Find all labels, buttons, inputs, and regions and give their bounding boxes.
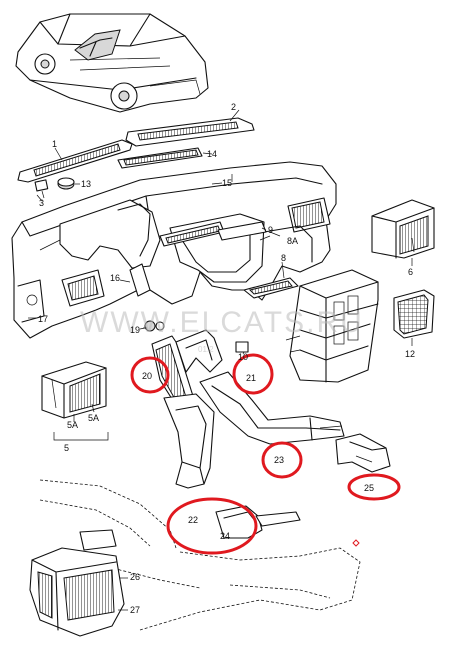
- highlight-ring-21: [232, 353, 274, 395]
- air-duct-23: [199, 371, 345, 445]
- air-duct-24: [215, 505, 301, 539]
- part-label-23: 23: [274, 455, 284, 465]
- vent-grille-12: [393, 289, 435, 346]
- part-label-15: 15: [222, 178, 232, 188]
- red-diamond-marker: [352, 539, 360, 547]
- part-label-16: 16: [110, 273, 120, 283]
- highlight-circles: [130, 353, 401, 555]
- air-duct-21: [175, 329, 223, 373]
- center-vent-9: [159, 221, 267, 247]
- part-label-5a-left: 5A: [67, 420, 78, 430]
- dashboard-panel: [11, 161, 337, 339]
- part-label-10: 10: [238, 352, 248, 362]
- watermark-code: 01.2: [198, 345, 214, 354]
- part-label-22: 22: [188, 515, 198, 525]
- part-label-14: 14: [207, 149, 217, 159]
- highlight-ring-23: [261, 441, 303, 479]
- part-label-9: 9: [268, 225, 273, 235]
- part-label-17: 17: [38, 314, 48, 324]
- part-label-24: 24: [220, 531, 230, 541]
- watermark: WWW.ELCATS.RU 01.2: [80, 306, 364, 354]
- part-label-13: 13: [81, 179, 91, 189]
- part-label-8: 8: [281, 253, 286, 263]
- rear-vent-assembly: [29, 529, 128, 637]
- part-label-3: 3: [39, 198, 44, 208]
- air-duct-22: [163, 393, 215, 489]
- leader-lines: [28, 182, 413, 355]
- defrost-vent-strip-part: [17, 109, 255, 183]
- part-label-20: 20: [142, 371, 152, 381]
- watermark-text: WWW.ELCATS.RU: [80, 306, 364, 339]
- part-label-5a-right: 5A: [88, 413, 99, 423]
- vent-8: [243, 261, 299, 299]
- part-label-21: 21: [246, 373, 256, 383]
- part-label-1: 1: [52, 139, 57, 149]
- side-vent-5: [41, 361, 109, 441]
- part-label-2: 2: [231, 102, 236, 112]
- car-overview-illustration: [15, 13, 209, 113]
- vent-grille-14: [117, 147, 213, 169]
- heater-air-box: [285, 269, 379, 383]
- part-label-19: 19: [130, 325, 140, 335]
- part-labels: 2 1 14 13 3 15 9 8A 8 6 16 17 19 10 12 2…: [38, 102, 415, 615]
- bracket-16: [129, 263, 151, 297]
- highlight-ring-20: [130, 356, 170, 394]
- part-label-27: 27: [130, 605, 140, 615]
- part-label-8a: 8A: [287, 236, 298, 246]
- side-vent-6: [371, 199, 435, 259]
- part-label-6: 6: [408, 267, 413, 277]
- highlight-ring-22-24: [166, 497, 258, 555]
- part-label-25: 25: [364, 483, 374, 493]
- small-fittings: [143, 320, 249, 353]
- part-label-26: 26: [130, 572, 140, 582]
- air-duct-25: [335, 433, 391, 473]
- part-label-5: 5: [64, 443, 69, 453]
- part-label-12: 12: [405, 349, 415, 359]
- small-clip-parts: [34, 177, 80, 199]
- highlight-ring-25: [347, 473, 401, 501]
